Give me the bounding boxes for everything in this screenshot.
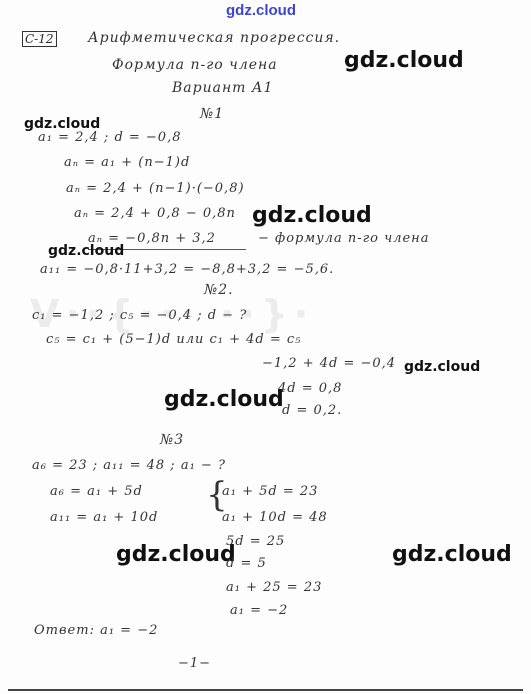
task1-line3: aₙ = 2,4 + 0,8 − 0,8n bbox=[74, 206, 236, 221]
watermark: gdz.cloud bbox=[116, 542, 236, 567]
task1-number: №1 bbox=[200, 106, 225, 122]
watermark: gdz.cloud bbox=[392, 542, 512, 567]
task2-line1: c₅ = c₁ + (5−1)d или c₁ + 4d = c₅ bbox=[46, 332, 302, 347]
task2-line4: d = 0,2. bbox=[282, 403, 343, 418]
task3-system-eq1: a₁ + 5d = 23 bbox=[222, 484, 319, 499]
task3-system-eq2: a₁ + 10d = 48 bbox=[222, 510, 328, 525]
faint-background-marks: V∙∙{∙∙∙ ∙∙}∙ bbox=[30, 292, 315, 336]
task1-line2: aₙ = 2,4 + (n−1)·(−0,8) bbox=[66, 181, 245, 196]
watermark: gdz.cloud bbox=[344, 48, 464, 73]
task3-line1: a₆ = a₁ + 5d bbox=[50, 484, 143, 499]
task2-line3: 4d = 0,8 bbox=[278, 381, 343, 396]
bottom-divider bbox=[8, 689, 523, 691]
task3-number: №3 bbox=[160, 432, 185, 448]
variant-label: Вариант А1 bbox=[172, 80, 274, 96]
task2-given: c₁ = −1,2 ; c₅ = −0,4 ; d − ? bbox=[32, 308, 248, 323]
watermark: gdz.cloud bbox=[404, 359, 481, 375]
task3-given: a₆ = 23 ; a₁₁ = 48 ; a₁ − ? bbox=[32, 458, 226, 473]
page-number: −1− bbox=[178, 656, 212, 671]
task1-underline bbox=[88, 249, 246, 250]
title-line-1: Арифметическая прогрессия. bbox=[88, 30, 341, 46]
watermark: gdz.cloud bbox=[24, 116, 101, 132]
watermark: gdz.cloud bbox=[48, 243, 125, 259]
top-watermark: gdz.cloud bbox=[226, 2, 296, 19]
task1-line4-expr: aₙ = −0,8n + 3,2 bbox=[88, 231, 216, 246]
watermark: gdz.cloud bbox=[252, 203, 372, 228]
task2-line2: −1,2 + 4d = −0,4 bbox=[262, 356, 397, 371]
task1-line1: aₙ = a₁ + (n−1)d bbox=[64, 155, 191, 170]
task3-line3: 5d = 25 bbox=[226, 534, 286, 549]
system-brace: { bbox=[206, 475, 228, 515]
task1-line4-note: − формула n-го члена bbox=[258, 231, 430, 246]
task2-number: №2. bbox=[204, 282, 234, 298]
task3-line5: a₁ + 25 = 23 bbox=[226, 580, 323, 595]
section-label: С-12 bbox=[22, 31, 57, 47]
task1-given: a₁ = 2,4 ; d = −0,8 bbox=[38, 130, 182, 145]
watermark: gdz.cloud bbox=[164, 387, 284, 412]
task1-line5: a₁₁ = −0,8·11+3,2 = −8,8+3,2 = −5,6. bbox=[40, 262, 335, 277]
task3-answer: Ответ: a₁ = −2 bbox=[34, 623, 159, 638]
task3-line6: a₁ = −2 bbox=[230, 603, 289, 618]
title-line-2: Формула n-го члена bbox=[112, 57, 278, 73]
task3-line4: d = 5 bbox=[226, 556, 267, 571]
task3-line2: a₁₁ = a₁ + 10d bbox=[50, 510, 159, 525]
